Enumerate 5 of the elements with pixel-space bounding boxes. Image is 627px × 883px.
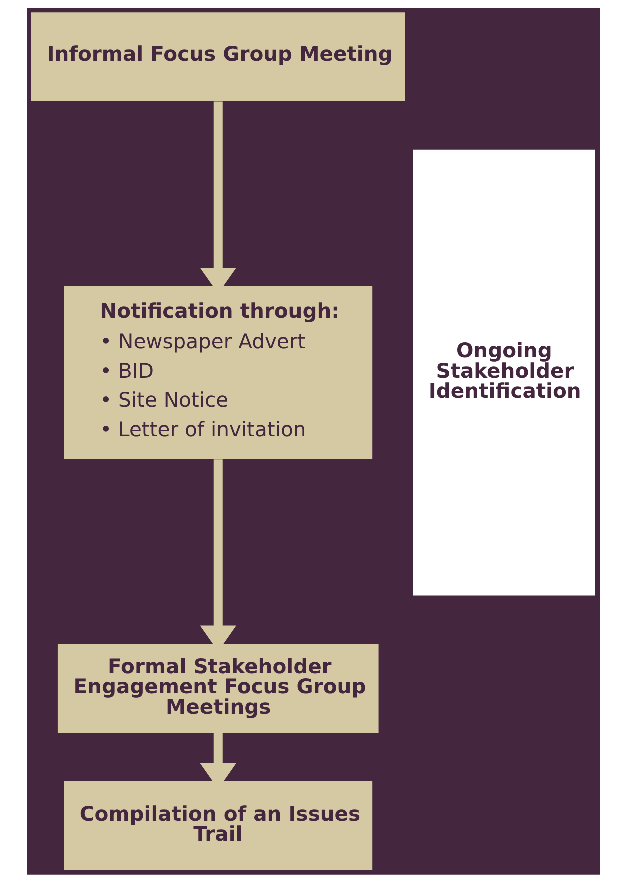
node-box: Notification through: • Newspaper Advert • BID • Site Notice • Letter of invitation: [64, 286, 373, 460]
node-box: Compilation of an Issues Trail: [64, 781, 373, 870]
node-box: Formal Stakeholder Engagement Focus Group Meetings: [58, 644, 379, 734]
node-box: Ongoing Stakeholder Identification: [413, 150, 596, 596]
node-box: Informal Focus Group Meeting: [32, 12, 406, 102]
